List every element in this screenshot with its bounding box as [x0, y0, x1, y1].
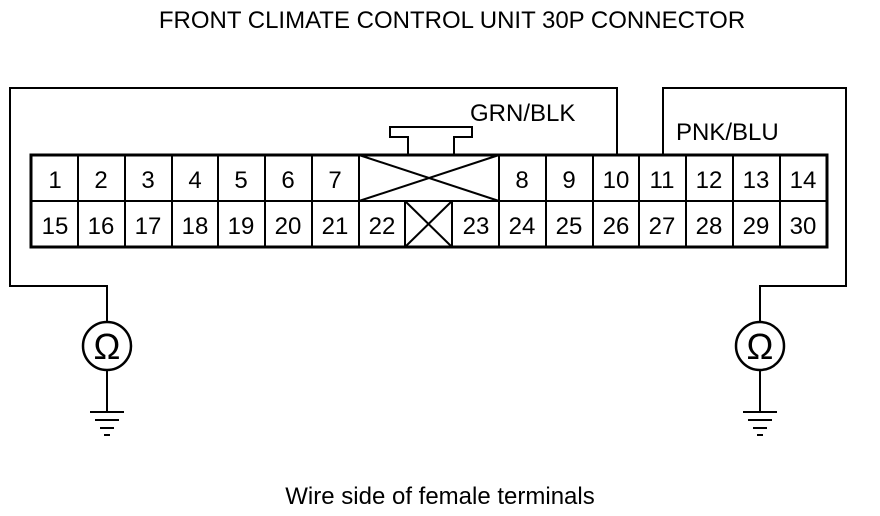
terminal-number: 28	[696, 213, 723, 240]
terminal-number: 20	[275, 213, 302, 240]
ohmmeter-left: Ω	[81, 320, 133, 412]
wire-label-pnk-blu: PNK/BLU	[676, 119, 779, 146]
terminal-cell: 17	[124, 200, 173, 248]
terminal-number: 29	[743, 213, 770, 240]
ohm-symbol: Ω	[94, 326, 121, 367]
unused-cavity-mark	[358, 154, 500, 202]
terminal-number: 25	[556, 213, 583, 240]
terminal-number: 17	[135, 213, 162, 240]
wire-grn-blk	[9, 87, 618, 322]
terminal-cell: 30	[779, 200, 828, 248]
terminal-cell: 23	[451, 200, 500, 248]
diagram-title: FRONT CLIMATE CONTROL UNIT 30P CONNECTOR	[159, 7, 745, 34]
connector-latch	[389, 126, 473, 155]
terminal-number: 26	[603, 213, 630, 240]
terminal-number: 21	[322, 213, 349, 240]
ohm-symbol: Ω	[747, 326, 774, 367]
terminal-cell: 21	[311, 200, 360, 248]
terminal-number: 16	[88, 213, 115, 240]
wire-label-grn-blk: GRN/BLK	[470, 100, 575, 127]
ground-icon	[743, 411, 777, 436]
terminal-number: 6	[281, 167, 294, 194]
terminal-number: 9	[562, 167, 575, 194]
ground-icon	[90, 411, 124, 436]
unused-cavity-mark	[404, 200, 453, 248]
terminal-number: 7	[328, 167, 341, 194]
ohmmeter-right: Ω	[734, 320, 786, 412]
terminal-number: 22	[369, 213, 396, 240]
terminal-number: 12	[696, 167, 723, 194]
diagram-caption: Wire side of female terminals	[285, 483, 594, 510]
terminal-number: 13	[743, 167, 770, 194]
terminal-number: 2	[94, 167, 107, 194]
terminal-number: 3	[141, 167, 154, 194]
terminal-number: 1	[48, 167, 61, 194]
terminal-number: 24	[509, 213, 536, 240]
terminal-number: 10	[603, 167, 630, 194]
terminal-number: 27	[649, 213, 676, 240]
terminal-number: 4	[188, 167, 201, 194]
wire-pnk-blu	[662, 87, 847, 322]
terminal-number: 19	[228, 213, 255, 240]
terminal-number: 8	[515, 167, 528, 194]
terminal-number: 23	[463, 213, 490, 240]
terminal-number: 5	[234, 167, 247, 194]
terminal-number: 30	[790, 213, 817, 240]
terminal-number: 15	[42, 213, 69, 240]
bottom-row: 15 16 17 18 19 20 21 22	[30, 200, 828, 248]
terminal-number: 11	[650, 167, 675, 194]
terminal-number: 14	[790, 167, 817, 194]
terminal-number: 18	[182, 213, 209, 240]
